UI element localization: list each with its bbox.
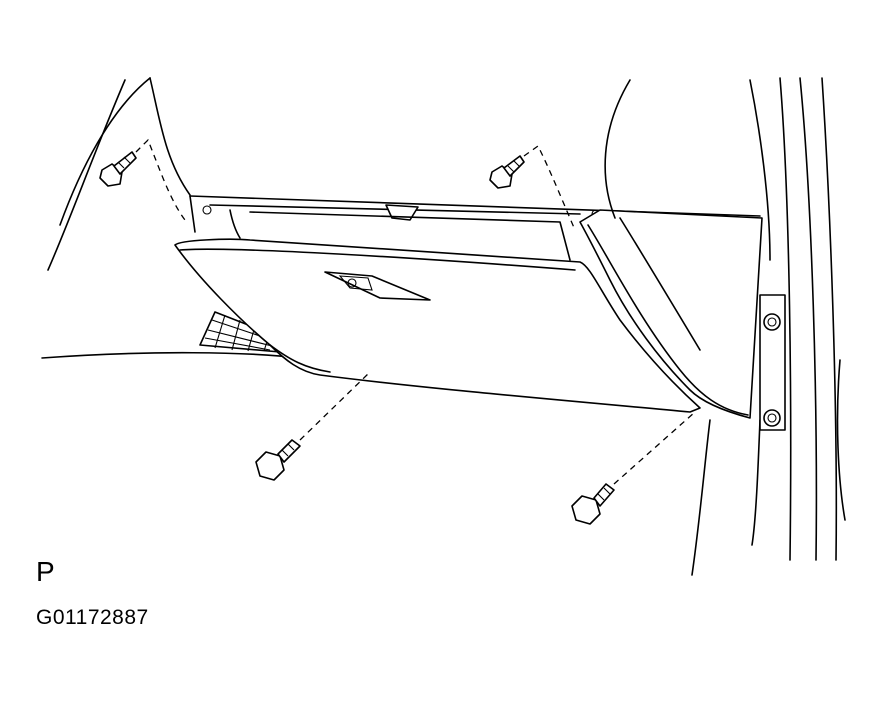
upper-left-screw-guide (135, 138, 186, 221)
figure-id-label: G01172887 (36, 606, 149, 629)
lower-left-screw (255, 439, 301, 481)
upper-center-screw (489, 155, 525, 189)
side-panel (579, 77, 846, 576)
lower-right-screw-guide (613, 411, 696, 485)
lower-right-screw (571, 483, 615, 525)
glove-box-door (174, 238, 701, 413)
view-letter-label: P (36, 556, 55, 587)
upper-center-screw-guide (523, 145, 576, 231)
upper-left-screw (99, 151, 137, 187)
lower-left-screw-guide (299, 371, 371, 441)
